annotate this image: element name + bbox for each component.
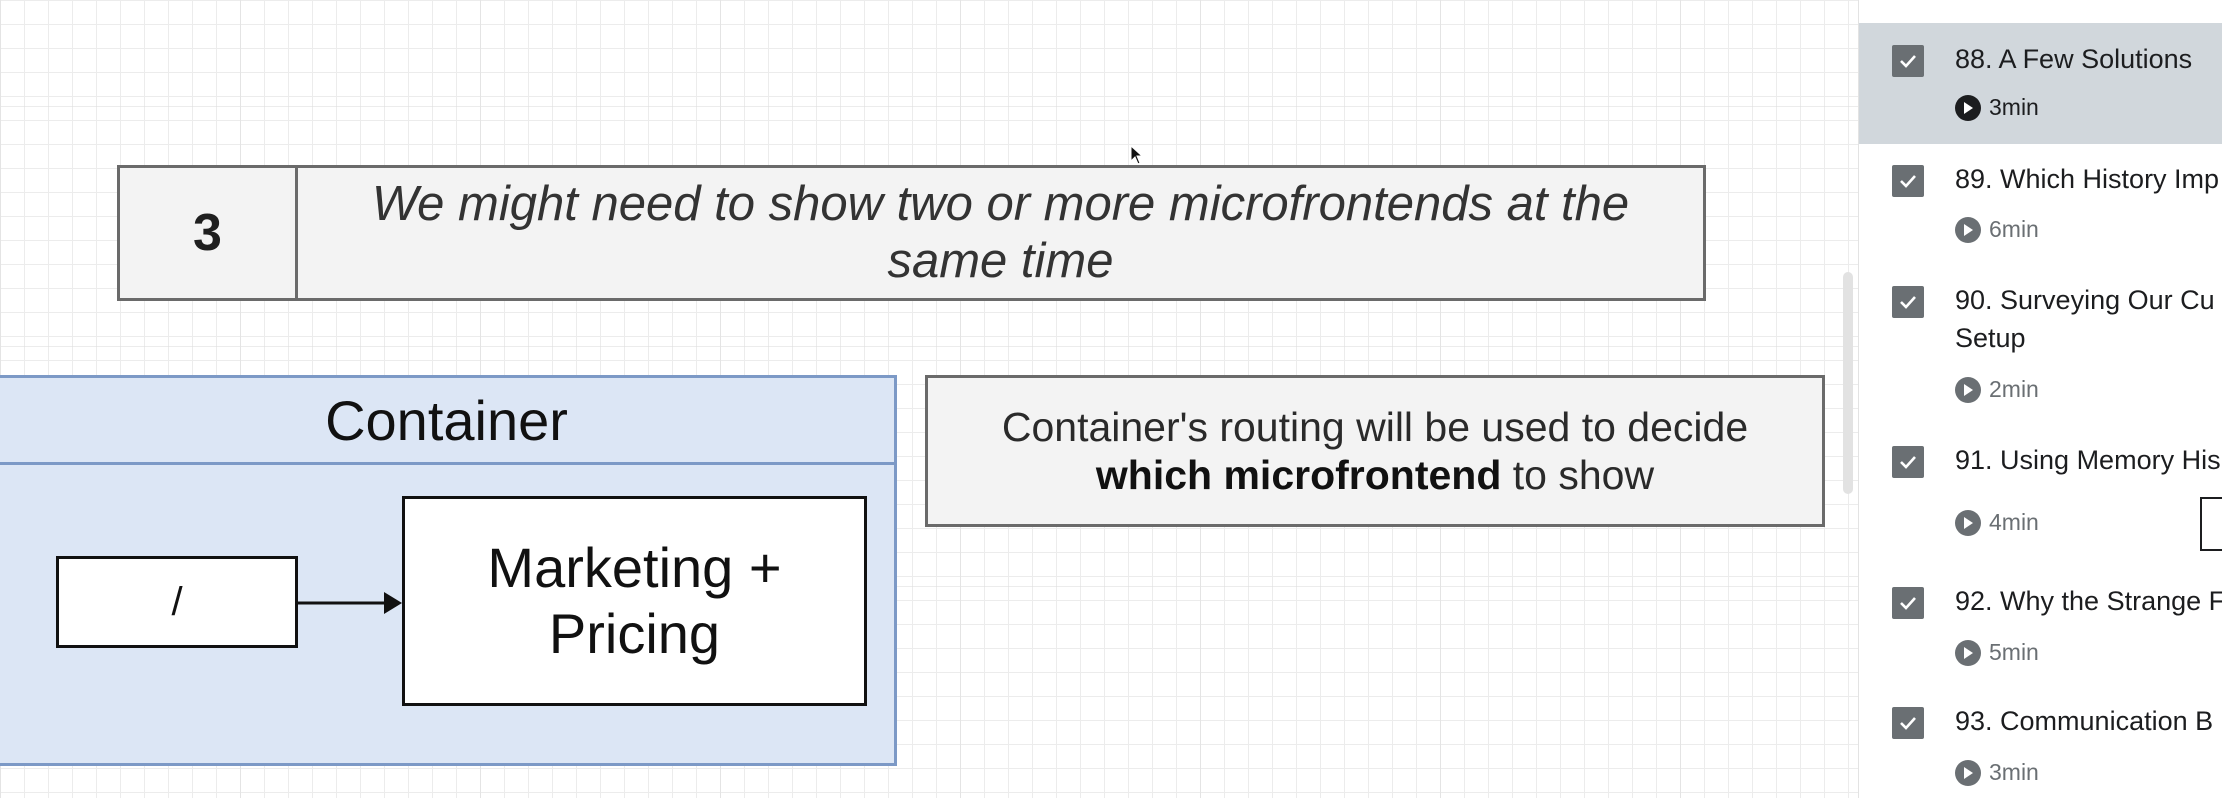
lecture-duration: 3min xyxy=(1955,94,2039,121)
sidebar-header-edge xyxy=(1859,0,2222,24)
microfrontend-box: Marketing + Pricing xyxy=(402,496,867,706)
checkbox[interactable] xyxy=(1892,45,1924,77)
step-number: 3 xyxy=(120,168,298,298)
check-icon xyxy=(1900,55,1916,68)
duration-text: 2min xyxy=(1989,376,2039,402)
duration-text: 6min xyxy=(1989,216,2039,242)
play-icon xyxy=(1955,509,1981,536)
video-canvas: 3 We might need to show two or more micr… xyxy=(0,0,1858,798)
lecture-item[interactable]: 92. Why the Strange F 5min xyxy=(1859,557,2222,678)
check-icon xyxy=(1900,175,1916,188)
checkbox[interactable] xyxy=(1892,446,1924,478)
note-line-1: Container's routing will be used to deci… xyxy=(1001,404,1749,450)
checkbox[interactable] xyxy=(1892,707,1924,739)
note-bold: which microfrontend xyxy=(1095,452,1502,498)
lecture-duration: 2min xyxy=(1955,376,2039,403)
mouse-cursor-icon xyxy=(1130,145,1144,165)
route-box: / xyxy=(56,556,298,648)
container-title: Container xyxy=(0,378,894,465)
lecture-title: 91. Using Memory His xyxy=(1955,445,2221,475)
check-icon xyxy=(1900,597,1916,610)
step-card: 3 We might need to show two or more micr… xyxy=(117,165,1706,301)
play-icon xyxy=(1955,376,1981,403)
lecture-item[interactable]: 91. Using Memory His 4min xyxy=(1859,425,2222,557)
lecture-duration: 3min xyxy=(1955,759,2039,786)
note-line-2: which microfrontend to show xyxy=(1096,451,1654,499)
duration-text: 4min xyxy=(1989,509,2039,535)
step-description: We might need to show two or more microf… xyxy=(371,177,1630,288)
arrow-right-icon xyxy=(298,592,402,614)
lecture-title-line2: Setup xyxy=(1955,323,2026,353)
course-content-sidebar: 88. A Few Solutions 3min 89. Which Histo… xyxy=(1858,0,2222,798)
lecture-duration: 6min xyxy=(1955,216,2039,243)
routing-note: Container's routing will be used to deci… xyxy=(925,375,1825,527)
duration-text: 5min xyxy=(1989,639,2039,665)
duration-text: 3min xyxy=(1989,759,2039,785)
lecture-title: 90. Surveying Our Cu xyxy=(1955,285,2215,315)
lecture-item[interactable]: 90. Surveying Our Cu Setup 2min xyxy=(1859,265,2222,425)
note-tail: to show xyxy=(1501,452,1655,498)
lecture-item[interactable]: 93. Communication B 3min xyxy=(1859,678,2222,798)
canvas-scrollbar[interactable] xyxy=(1843,272,1853,494)
lecture-title: 88. A Few Solutions xyxy=(1955,44,2193,74)
resources-button[interactable] xyxy=(2200,497,2222,551)
play-icon xyxy=(1955,639,1981,666)
checkbox[interactable] xyxy=(1892,286,1924,318)
checkbox[interactable] xyxy=(1892,165,1924,197)
lecture-title: 93. Communication B xyxy=(1955,706,2214,736)
lecture-title: 92. Why the Strange F xyxy=(1955,586,2222,616)
check-icon xyxy=(1900,296,1916,309)
duration-text: 3min xyxy=(1989,94,2039,120)
play-icon xyxy=(1955,216,1981,243)
lecture-duration: 4min xyxy=(1955,509,2039,536)
check-icon xyxy=(1900,456,1916,469)
play-icon xyxy=(1955,759,1981,786)
play-icon xyxy=(1955,94,1981,121)
check-icon xyxy=(1900,717,1916,730)
lecture-item[interactable]: 89. Which History Imp 6min xyxy=(1859,144,2222,265)
lecture-title: 89. Which History Imp xyxy=(1955,164,2220,194)
checkbox[interactable] xyxy=(1892,587,1924,619)
lecture-duration: 5min xyxy=(1955,639,2039,666)
container-diagram: Container / Marketing + Pricing xyxy=(0,375,897,766)
lecture-item[interactable]: 88. A Few Solutions 3min xyxy=(1859,24,2222,144)
